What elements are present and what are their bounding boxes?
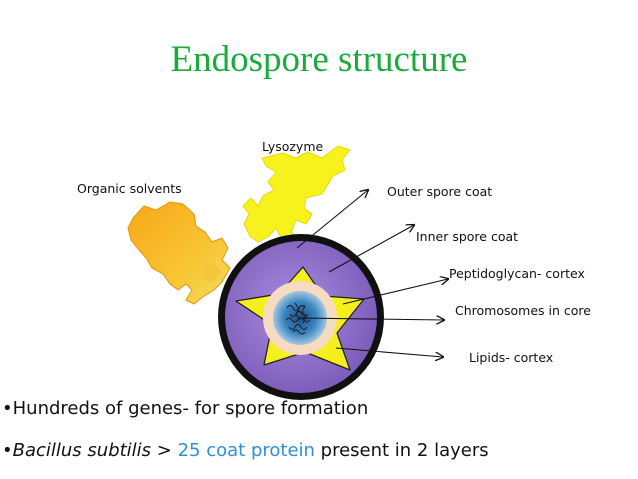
arrow-outer-spore-coat xyxy=(296,190,368,249)
bullet-marker: • xyxy=(2,440,13,461)
chromosome-squiggles xyxy=(285,302,311,335)
label-lysozyme: Lysozyme xyxy=(262,139,324,154)
organic-solvents-shape xyxy=(127,201,231,305)
arrow-inner-spore-coat xyxy=(328,225,414,273)
label-inner-spore-coat: Inner spore coat xyxy=(416,229,519,244)
arrow-lipids-cortex xyxy=(335,347,443,357)
bullet-hundreds-of-genes: •Hundreds of genes- for spore formation xyxy=(2,398,368,419)
arrow-chromosomes-in-core xyxy=(299,318,444,320)
label-lipids-cortex: Lipids- cortex xyxy=(469,350,554,365)
bullet-text: Hundreds of genes- for spore formation xyxy=(12,398,369,419)
bullet-marker: • xyxy=(2,398,13,419)
label-outer-spore-coat: Outer spore coat xyxy=(387,184,493,199)
lysozyme-shape xyxy=(242,145,351,247)
pointer-arrows xyxy=(296,190,448,357)
arrow-peptidoglycan-cortex xyxy=(342,279,448,305)
organic-solvents-fragment xyxy=(204,262,222,282)
coat-protein-text: coat protein xyxy=(200,440,315,461)
label-organic-solvents: Organic solvents xyxy=(77,181,182,196)
bullet-coat-protein: •Bacillus subtilis > 25 coat protein pre… xyxy=(2,440,489,461)
bullet-rest: present in 2 layers xyxy=(314,440,489,461)
label-chromosomes-in-core: Chromosomes in core xyxy=(455,303,591,318)
slide-title: Endospore structure xyxy=(170,39,468,80)
species-name: Bacillus subtilis xyxy=(12,440,152,461)
label-peptidoglycan-cortex: Peptidoglycan- cortex xyxy=(449,266,585,281)
coat-protein-count: 25 xyxy=(177,440,201,461)
greater-than: > xyxy=(151,440,178,461)
